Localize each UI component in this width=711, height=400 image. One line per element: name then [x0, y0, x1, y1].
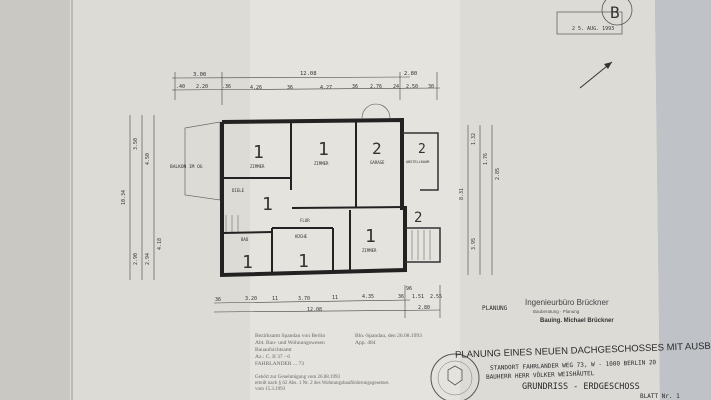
official-seal: [430, 353, 480, 400]
svg-text:2.50: 2.50: [406, 84, 418, 90]
room-garage: 2 GARAGE: [370, 139, 385, 165]
svg-text:ZIMMER: ZIMMER: [362, 248, 377, 253]
firm-name: Ingenieurbüro Brückner: [525, 298, 609, 307]
bear-emblem-icon: [447, 365, 463, 386]
svg-text:ZIMMER: ZIMMER: [250, 164, 265, 169]
garage-door: [361, 103, 391, 119]
svg-text:1: 1: [262, 194, 273, 215]
svg-text:1: 1: [318, 139, 329, 160]
svg-text:DIELE: DIELE: [232, 188, 245, 193]
balcony-label: BALKON IM OG: [170, 164, 203, 170]
svg-text:2: 2: [418, 142, 426, 157]
svg-text:4.27: 4.27: [320, 85, 332, 91]
svg-text:4.26: 4.26: [250, 85, 262, 91]
svg-text:2.85: 2.85: [495, 168, 501, 180]
svg-text:36: 36: [215, 297, 221, 303]
svg-text:2.80: 2.80: [418, 305, 430, 311]
room-zimmer-3: 1 ZIMMER: [362, 226, 377, 253]
svg-text:2.20: 2.20: [196, 84, 208, 90]
svg-text:3.00: 3.00: [193, 72, 206, 78]
svg-text:3.20: 3.20: [245, 296, 257, 302]
svg-text:ABSTELLRAUM: ABSTELLRAUM: [406, 160, 429, 164]
svg-text:2: 2: [372, 139, 382, 158]
svg-text:1.32: 1.32: [471, 133, 477, 145]
room-zimmer-1: 1 ZIMMER: [250, 142, 265, 169]
room-flur: FLUR: [300, 218, 310, 223]
svg-text:36: 36: [352, 84, 358, 90]
room-zimmer-2: 1 ZIMMER: [314, 139, 329, 166]
svg-text:12.08: 12.08: [300, 71, 317, 77]
interior-walls: [221, 121, 406, 273]
svg-text:96: 96: [406, 286, 412, 292]
svg-text:1: 1: [365, 226, 376, 247]
svg-text:11: 11: [332, 295, 338, 301]
svg-text:2.55: 2.55: [430, 294, 442, 300]
stamp-date: 2 5. AUG. 1993: [572, 26, 614, 32]
svg-text:30: 30: [428, 84, 434, 90]
svg-text:1.76: 1.76: [483, 153, 489, 165]
annex-walls: [402, 132, 441, 263]
svg-text:.40: .40: [176, 84, 185, 90]
svg-text:2.90: 2.90: [133, 253, 139, 265]
svg-text:KÜCHE: KÜCHE: [295, 234, 308, 239]
room-diele: 1 DIELE: [232, 188, 273, 215]
svg-text:1: 1: [242, 252, 253, 273]
svg-text:12.08: 12.08: [307, 307, 322, 313]
svg-text:FLUR: FLUR: [300, 218, 310, 223]
bottom-dimension-lines: [213, 285, 441, 318]
svg-text:2.80: 2.80: [404, 71, 417, 77]
svg-text:BAD: BAD: [241, 237, 249, 242]
room-abstellraum: 2 ABSTELLRAUM: [406, 142, 429, 164]
left-sheet: [0, 0, 70, 400]
svg-text:1.51: 1.51: [412, 294, 424, 300]
svg-text:.36: .36: [222, 84, 231, 90]
svg-text:24: 24: [393, 84, 399, 90]
drawing-name: GRUNDRISS - ERDGESCHOSS: [522, 382, 640, 392]
date-stamp: [556, 11, 623, 35]
svg-text:10.34: 10.34: [121, 190, 127, 205]
sheet-number: BLATT Nr. 1: [640, 393, 680, 400]
svg-text:ZIMMER: ZIMMER: [314, 161, 329, 166]
svg-text:2.94: 2.94: [145, 253, 151, 265]
svg-text:3.50: 3.50: [133, 138, 139, 150]
room-bad: 1 BAD: [241, 237, 253, 273]
svg-text:4.50: 4.50: [145, 153, 151, 165]
approval-stamp: Bezirksamt Spandau von Berlin Abt. Bau- …: [255, 333, 326, 367]
svg-text:2: 2: [414, 210, 422, 226]
svg-text:GARAGE: GARAGE: [370, 160, 385, 165]
svg-text:2.76: 2.76: [370, 84, 382, 90]
stamp-letter: B: [610, 3, 620, 22]
firm-stamp: Bauing. Michael Brückner: [540, 318, 614, 324]
svg-text:3.95: 3.95: [471, 238, 477, 250]
svg-text:36: 36: [287, 85, 293, 91]
top-dimension-lines: [171, 72, 441, 105]
room-stairwell: 2: [414, 210, 422, 226]
svg-text:3.70: 3.70: [298, 296, 310, 302]
svg-text:36: 36: [398, 294, 404, 300]
stairs: [225, 215, 431, 260]
svg-text:1: 1: [253, 142, 264, 163]
svg-text:1: 1: [298, 251, 309, 272]
room-kueche: 1 KÜCHE: [295, 234, 309, 272]
svg-text:4.18: 4.18: [157, 238, 163, 250]
stamp-circle: [601, 0, 633, 26]
svg-text:8.31: 8.31: [459, 188, 465, 200]
planung-label: PLANUNG: [482, 305, 508, 312]
svg-text:11: 11: [272, 296, 278, 302]
svg-text:4.35: 4.35: [362, 294, 374, 300]
